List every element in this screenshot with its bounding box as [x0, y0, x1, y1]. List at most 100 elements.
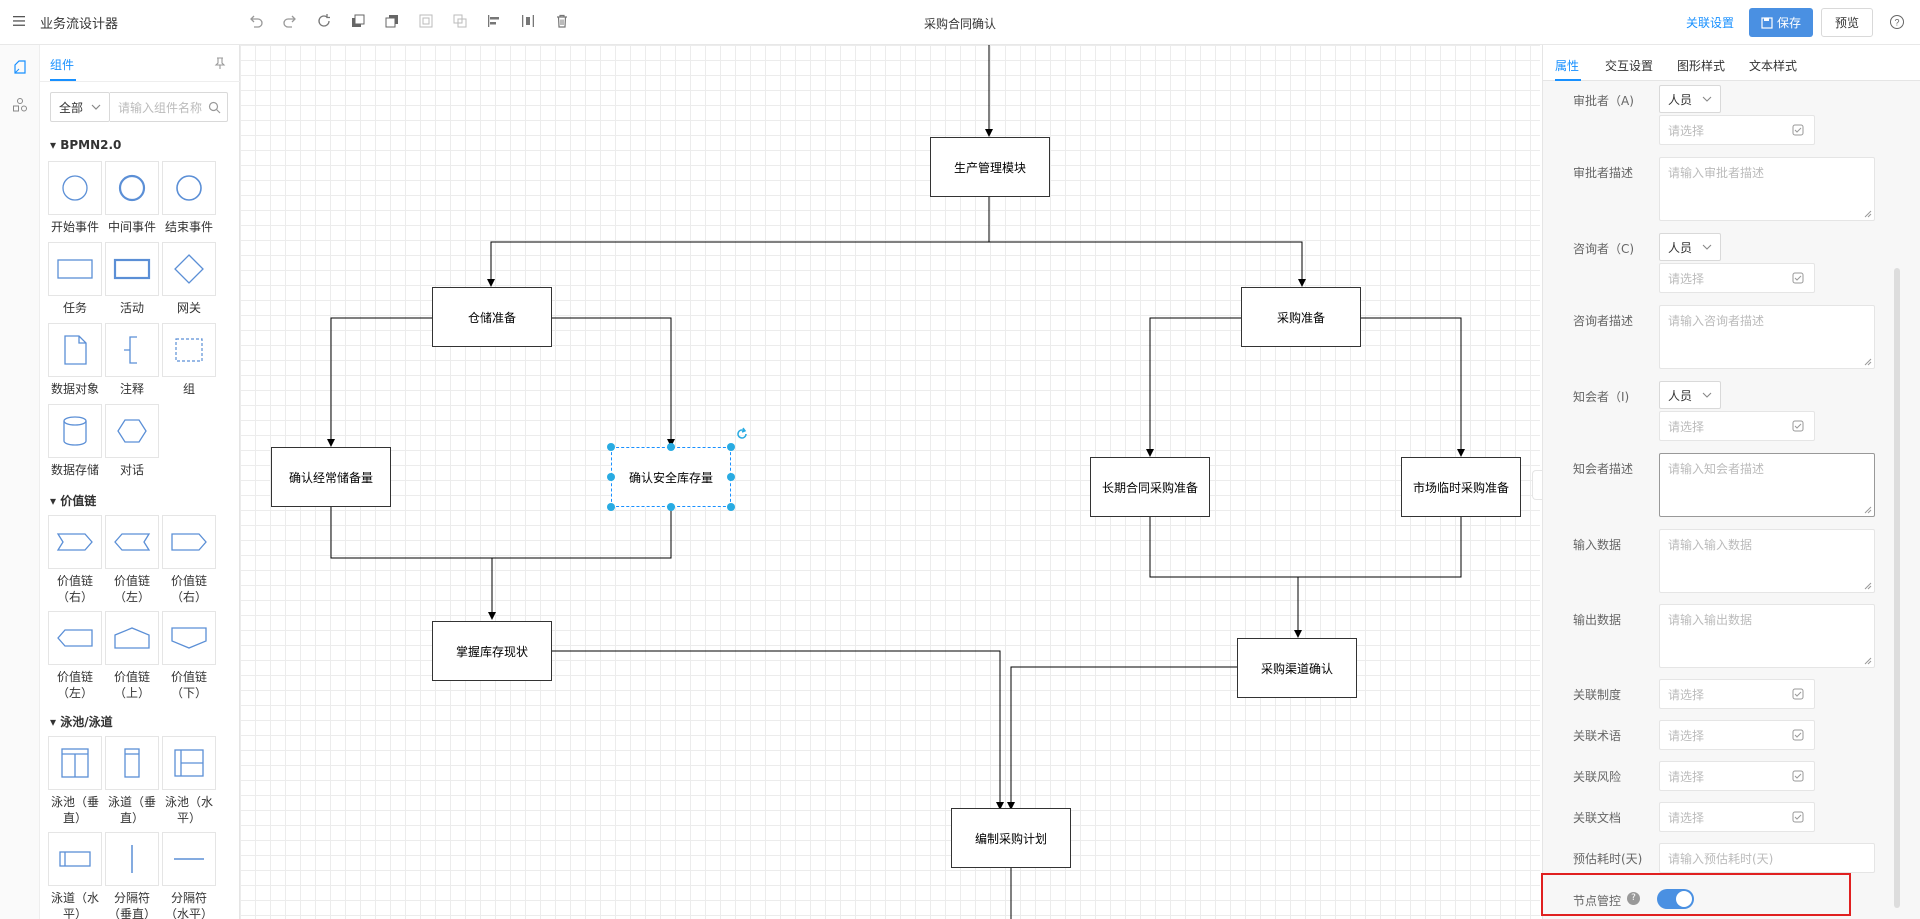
connector[interactable]	[551, 650, 1004, 810]
consultant-desc-textarea[interactable]: 请输入咨询者描述	[1659, 305, 1875, 369]
component-value-chain-right-2[interactable]: 价值链（右）	[161, 515, 217, 605]
component-data-store[interactable]: 数据存储	[47, 404, 103, 478]
resize-handle[interactable]	[727, 503, 735, 511]
informed-role-select[interactable]: 人员	[1659, 381, 1721, 409]
node-purchase-prep[interactable]: 采购准备	[1241, 287, 1361, 347]
connector[interactable]	[1146, 317, 1241, 457]
component-task[interactable]: 任务	[47, 242, 103, 316]
node-control-toggle[interactable]	[1657, 889, 1694, 909]
properties-scrollbar[interactable]	[1894, 268, 1900, 908]
component-pool-horizontal[interactable]: 泳池（水平）	[161, 736, 217, 826]
related-terms-picker[interactable]: 请选择	[1659, 720, 1815, 750]
consultant-picker[interactable]: 请选择	[1659, 263, 1815, 293]
component-value-chain-up[interactable]: 价值链（上）	[104, 611, 160, 701]
approver-desc-textarea[interactable]: 请输入审批者描述	[1659, 157, 1875, 221]
node-warehouse-prep[interactable]: 仓储准备	[432, 287, 552, 347]
components-icon[interactable]	[12, 59, 28, 75]
align-left-icon[interactable]	[486, 13, 502, 29]
consultant-role-select[interactable]: 人员	[1659, 233, 1721, 261]
node-purchase-plan[interactable]: 编制采购计划	[951, 808, 1071, 868]
connector[interactable]	[327, 317, 432, 447]
input-data-textarea[interactable]: 请输入输入数据	[1659, 529, 1875, 593]
shapes-icon[interactable]	[12, 97, 28, 113]
component-activity[interactable]: 活动	[104, 242, 160, 316]
resize-grip-icon[interactable]	[1864, 657, 1872, 665]
component-value-chain-left-2[interactable]: 价值链（左）	[47, 611, 103, 701]
node-safety-stock[interactable]: 确认安全库存量	[611, 447, 731, 507]
resize-grip-icon[interactable]	[1864, 582, 1872, 590]
connector[interactable]	[989, 241, 1306, 287]
save-button[interactable]: 保存	[1749, 8, 1813, 37]
component-intermediate-event[interactable]: 中间事件	[104, 161, 160, 235]
resize-handle[interactable]	[727, 443, 735, 451]
resize-grip-icon[interactable]	[1864, 358, 1872, 366]
group-icon[interactable]	[418, 13, 434, 29]
resize-handle[interactable]	[667, 503, 675, 511]
node-regular-stock[interactable]: 确认经常储备量	[271, 447, 391, 507]
connector[interactable]	[1007, 666, 1237, 810]
bring-front-icon[interactable]	[350, 13, 366, 29]
connector[interactable]	[551, 317, 675, 447]
node-market-temporary[interactable]: 市场临时采购准备	[1401, 457, 1521, 517]
component-annotation[interactable]: 注释	[104, 323, 160, 397]
node-channel-confirm[interactable]: 采购渠道确认	[1237, 638, 1357, 698]
component-data-object[interactable]: 数据对象	[47, 323, 103, 397]
component-lane-horizontal[interactable]: 泳道（水平）	[47, 832, 103, 919]
resize-handle[interactable]	[607, 503, 615, 511]
connector[interactable]	[487, 197, 990, 287]
preview-button[interactable]: 预览	[1821, 8, 1873, 37]
tab-properties[interactable]: 属性	[1555, 59, 1580, 73]
tab-components[interactable]: 组件	[50, 58, 75, 72]
component-group[interactable]: 组	[161, 323, 217, 397]
section-title-value-chain[interactable]: ▾ 价值链	[50, 494, 97, 508]
informed-picker[interactable]: 请选择	[1659, 411, 1815, 441]
related-docs-picker[interactable]: 请选择	[1659, 802, 1815, 832]
connector[interactable]	[1149, 517, 1302, 638]
resize-handle[interactable]	[667, 443, 675, 451]
collapse-panel-button[interactable]	[1532, 470, 1542, 500]
duration-input[interactable]: 请输入预估耗时(天)	[1659, 843, 1875, 873]
component-lane-vertical[interactable]: 泳道（垂直）	[104, 736, 160, 826]
approver-picker[interactable]: 请选择	[1659, 115, 1815, 145]
component-value-chain-right-1[interactable]: 价值链（右）	[47, 515, 103, 605]
informed-desc-textarea[interactable]: 请输入知会者描述	[1659, 453, 1875, 517]
resize-handle[interactable]	[607, 473, 615, 481]
component-gateway[interactable]: 网关	[161, 242, 217, 316]
related-settings-link[interactable]: 关联设置	[1686, 16, 1735, 30]
align-center-icon[interactable]	[520, 13, 536, 29]
component-start-event[interactable]: 开始事件	[47, 161, 103, 235]
related-system-picker[interactable]: 请选择	[1659, 679, 1815, 709]
rotate-icon[interactable]	[735, 427, 749, 441]
tab-text-style[interactable]: 文本样式	[1749, 59, 1798, 73]
menu-icon[interactable]	[12, 14, 26, 28]
send-back-icon[interactable]	[384, 13, 400, 29]
tab-shape-style[interactable]: 图形样式	[1677, 59, 1726, 73]
ungroup-icon[interactable]	[452, 13, 468, 29]
resize-grip-icon[interactable]	[1864, 506, 1872, 514]
resize-handle[interactable]	[727, 473, 735, 481]
node-long-term-contract[interactable]: 长期合同采购准备	[1090, 457, 1210, 517]
component-value-chain-down[interactable]: 价值链（下）	[161, 611, 217, 701]
output-data-textarea[interactable]: 请输入输出数据	[1659, 604, 1875, 668]
resize-handle[interactable]	[607, 443, 615, 451]
component-conversation[interactable]: 对话	[104, 404, 160, 478]
redo-icon[interactable]	[282, 13, 298, 29]
component-value-chain-left-1[interactable]: 价值链（左）	[104, 515, 160, 605]
component-separator-horizontal[interactable]: 分隔符（水平）	[161, 832, 217, 919]
category-select[interactable]: 全部	[50, 92, 110, 122]
pin-icon[interactable]	[213, 56, 227, 70]
connector[interactable]	[492, 507, 672, 559]
component-search-input[interactable]: 请输入组件名称	[110, 92, 228, 122]
connector[interactable]	[1361, 317, 1465, 457]
node-inventory-status[interactable]: 掌握库存现状	[432, 621, 552, 681]
flow-canvas[interactable]: 生产管理模块 仓储准备 采购准备 确认经常储备量 确认安全库存量 长期合同采购准…	[240, 45, 1540, 919]
section-title-pools[interactable]: ▾ 泳池/泳道	[50, 715, 113, 729]
refresh-icon[interactable]	[316, 13, 332, 29]
connector[interactable]	[1298, 517, 1462, 578]
approver-role-select[interactable]: 人员	[1659, 85, 1721, 113]
tab-interaction[interactable]: 交互设置	[1605, 59, 1654, 73]
help-tooltip-icon[interactable]: ?	[1627, 892, 1640, 905]
component-pool-vertical[interactable]: 泳池（垂直）	[47, 736, 103, 826]
connector[interactable]	[330, 507, 496, 620]
component-end-event[interactable]: 结束事件	[161, 161, 217, 235]
